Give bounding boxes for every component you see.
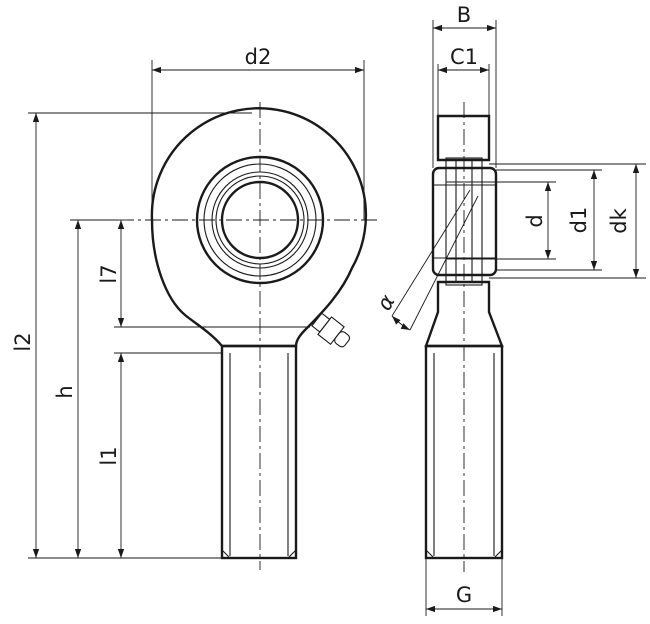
l7-label: l7: [97, 264, 121, 283]
side-outer-ring: [431, 166, 498, 277]
side-dimensions: B C1 d d1 dk α G: [372, 3, 646, 616]
d2-label: d2: [245, 45, 272, 69]
G-label: G: [456, 583, 472, 607]
B-label: B: [457, 3, 471, 27]
C1-label: C1: [450, 45, 478, 69]
shank: [220, 344, 298, 560]
housing-outline: [150, 107, 368, 348]
l2-label: l2: [11, 332, 35, 351]
d-label: d: [523, 214, 547, 227]
thread-chamfer-right: [287, 549, 297, 559]
l1-label: l1: [97, 446, 121, 465]
alpha-label: α: [372, 290, 400, 314]
front-dimensions: d2 l2 h l7 l1: [11, 45, 365, 559]
h-label: h: [53, 385, 77, 398]
dk-label: dk: [607, 207, 631, 233]
front-view: [118, 102, 378, 570]
alpha-arc: [391, 315, 411, 331]
d1-label: d1: [567, 207, 591, 234]
side-view: [391, 102, 504, 572]
housing-section-top: [436, 114, 491, 162]
thread-chamfer-left: [221, 549, 231, 559]
grease-nipple: [311, 312, 351, 348]
